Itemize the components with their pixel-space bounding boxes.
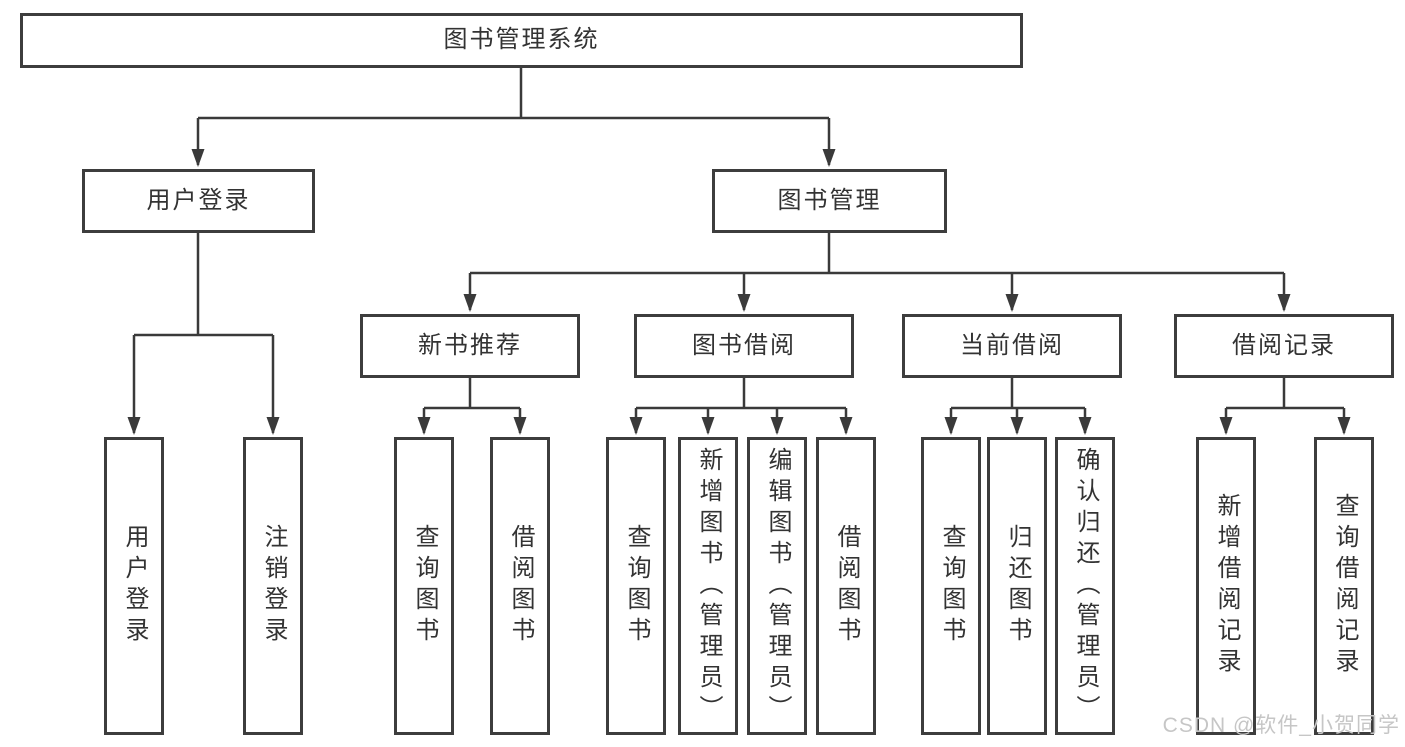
node-leaf-query-books-borrow: 查询图书 [606,437,666,735]
node-leaf-add-books-admin: 新增图书（管理员） [678,437,738,735]
node-root-system: 图书管理系统 [20,13,1023,68]
node-new-book-recommend: 新书推荐 [360,314,580,378]
node-leaf-confirm-return-admin: 确认归还（管理员） [1055,437,1115,735]
node-current-borrow: 当前借阅 [902,314,1122,378]
node-leaf-user-login: 用户登录 [104,437,164,735]
node-leaf-query-books-current: 查询图书 [921,437,981,735]
node-leaf-return-books: 归还图书 [987,437,1047,735]
csdn-watermark: CSDN @软件_小贺同学 [1162,714,1400,737]
node-leaf-query-books-recommend: 查询图书 [394,437,454,735]
node-leaf-borrow-books: 借阅图书 [816,437,876,735]
node-leaf-edit-books-admin: 编辑图书（管理员） [747,437,807,735]
node-book-management-module: 图书管理 [712,169,947,233]
node-borrow-records: 借阅记录 [1174,314,1394,378]
node-book-borrow: 图书借阅 [634,314,854,378]
node-leaf-logout: 注销登录 [243,437,303,735]
node-user-login-module: 用户登录 [82,169,315,233]
node-leaf-add-borrow-record: 新增借阅记录 [1196,437,1256,735]
node-leaf-query-borrow-record: 查询借阅记录 [1314,437,1374,735]
node-leaf-borrow-books-recommend: 借阅图书 [490,437,550,735]
